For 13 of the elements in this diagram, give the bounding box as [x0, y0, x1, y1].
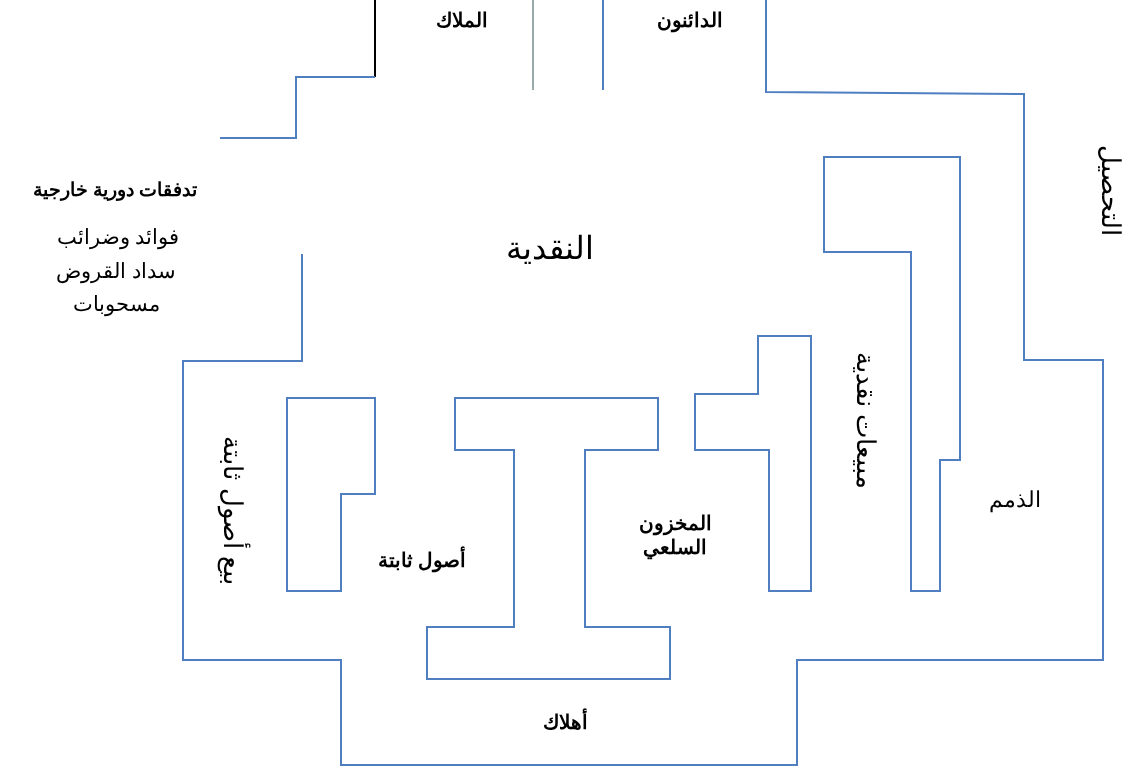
list-item: فوائد وضرائب	[56, 223, 180, 249]
flow-label: مبيعات نقدية	[849, 351, 881, 489]
heading: تدفقات دورية خارجية	[32, 178, 198, 202]
channel-label: المخزون السلعي	[637, 511, 713, 559]
center-label: النقدية	[506, 229, 594, 268]
channel-label: أصول ثابتة	[377, 548, 467, 572]
list-item: سداد القروض	[56, 257, 176, 283]
party-label: الدائنون	[657, 8, 723, 32]
channel-label: الذمم	[989, 487, 1041, 514]
list-item: مسحوبات	[72, 290, 160, 316]
flow-label: التحصيل	[1094, 144, 1126, 236]
channel-label: أهلاك	[542, 710, 588, 734]
party-label: الملاك	[436, 8, 488, 32]
